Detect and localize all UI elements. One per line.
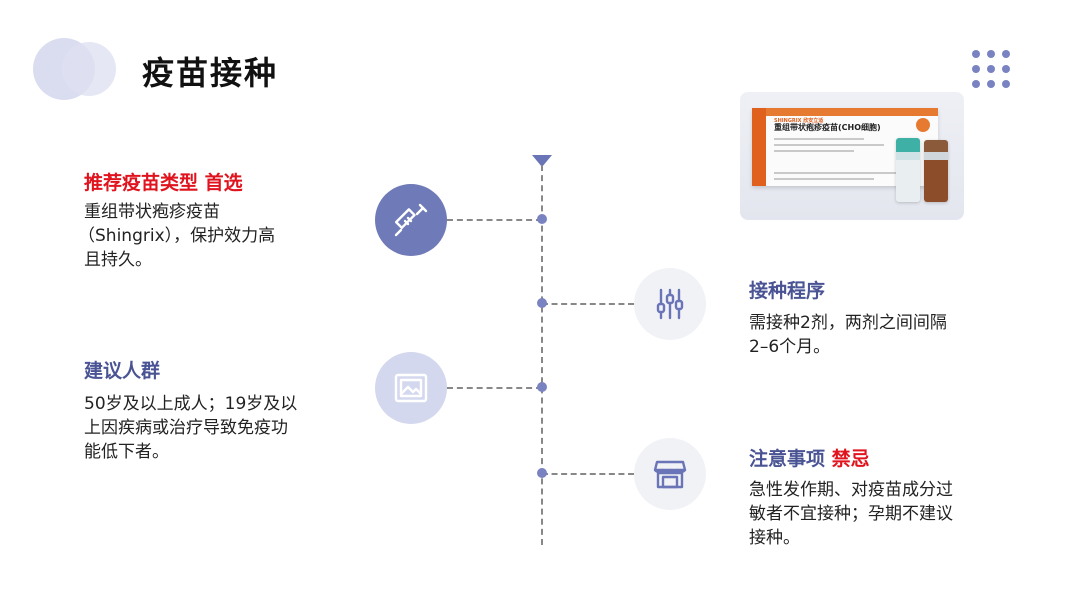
timeline-line bbox=[541, 165, 543, 545]
vial-brown bbox=[924, 140, 948, 202]
sliders-icon bbox=[634, 268, 706, 340]
section-heading-schedule: 接种程序 bbox=[749, 280, 826, 302]
connector-line bbox=[542, 303, 634, 305]
section-body-recommended: 重组带状疱疹疫苗 （Shingrix），保护效力高 且持久。 bbox=[78, 202, 276, 270]
product-name: 重组带状疱疹疫苗(CHO细胞) bbox=[774, 123, 881, 132]
section-heading-population: 建议人群 bbox=[84, 360, 161, 382]
syringe-icon bbox=[375, 184, 447, 256]
product-brand: SHINGRIX 欣安立适 bbox=[774, 118, 824, 124]
timeline-node bbox=[537, 382, 547, 392]
tag-preferred: 首选 bbox=[204, 172, 243, 194]
timeline-node bbox=[537, 214, 547, 224]
section-body-notes: 急性发作期、对疫苗成分过 敏者不宜接种；孕期不建议 接种。 bbox=[749, 480, 953, 548]
page-title: 疫苗接种 bbox=[142, 54, 279, 92]
section-heading-notes: 注意事项 禁忌 bbox=[749, 448, 870, 470]
storefront-icon bbox=[634, 438, 706, 510]
timeline-node bbox=[537, 298, 547, 308]
connector-line bbox=[447, 387, 542, 389]
section-body-population: 50岁及以上成人；19岁及以 上因疾病或治疗导致免疫功 能低下者。 bbox=[84, 394, 298, 462]
connector-line bbox=[447, 219, 542, 221]
vaccine-product-image: SHINGRIX 欣安立适 重组带状疱疹疫苗(CHO细胞) bbox=[740, 92, 964, 220]
section-body-schedule: 需接种2剂，两剂之间间隔 2–6个月。 bbox=[749, 313, 947, 357]
connector-line bbox=[542, 473, 634, 475]
dot-grid-icon bbox=[972, 50, 1010, 88]
section-heading-recommended: 推荐疫苗类型 首选 bbox=[84, 172, 243, 194]
timeline-node bbox=[537, 468, 547, 478]
vial-teal bbox=[896, 138, 920, 202]
header-deco-circle bbox=[62, 42, 116, 96]
timeline-arrow bbox=[532, 155, 552, 167]
image-icon bbox=[375, 352, 447, 424]
tag-contraindication: 禁忌 bbox=[831, 448, 870, 470]
